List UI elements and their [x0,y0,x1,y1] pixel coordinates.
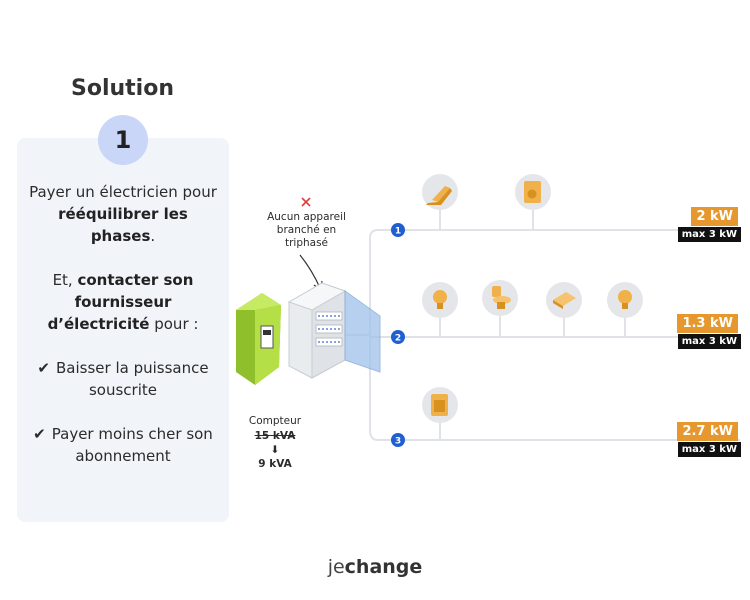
washing-machine-icon [515,174,551,210]
brand-logo: jechange [0,556,750,578]
electric-meter [236,293,281,385]
electrical-panel [287,282,381,379]
card-text-1c: . [150,227,156,245]
phase-1-max: max 3 kW [677,227,741,242]
meter-label: Compteur [248,415,302,427]
meter-old-value: 15 kVA [254,430,296,442]
step-number-badge: 1 [98,115,148,165]
dryer-icon [422,387,458,423]
check-icon: ✔ [33,425,46,443]
check-icon: ✔ [37,359,50,377]
check-item-1-text: Baisser la puissance souscrite [56,359,209,399]
phase-3-power: 2.7 kW [677,422,738,441]
card-paragraph-1: Payer un électricien pour rééquilibrer l… [27,181,219,247]
bed-icon [546,282,582,318]
phase-2-power: 1.3 kW [677,314,738,333]
pointer-arrow [299,254,321,289]
card-text-2b: contacter son fournisseur d’électricité [47,271,194,333]
card-check-item-1: ✔ Baisser la puissance souscrite [27,357,219,401]
card-check-item-2: ✔ Payer moins cher son abonnement [27,423,219,467]
svg-text:2: 2 [395,334,401,344]
laptop-icon [422,174,458,210]
cross-icon [301,197,311,207]
phase-marker-1: 1 [391,223,405,237]
toilet-icon [482,280,518,316]
bulb-icon [422,282,458,318]
phase-2-max: max 3 kW [677,334,741,349]
card-text-1a: Payer un électricien pour [29,183,217,201]
card-text-2a: Et, [52,271,78,289]
bulb-icon [607,282,643,318]
phase-1-power: 2 kW [691,207,738,226]
svg-text:1: 1 [395,227,401,237]
arrow-down-icon: ⬇ [270,444,280,456]
svg-text:3: 3 [395,437,401,447]
check-item-2-text: Payer moins cher son abonnement [51,425,213,465]
card-text-1b: rééquilibrer les phases [58,205,188,245]
page-title: Solution [71,76,174,101]
phase-3-max: max 3 kW [677,442,741,457]
panel-note: Aucun appareil branché en triphasé [267,211,346,249]
card-paragraph-2: Et, contacter son fournisseur d’électric… [27,269,219,335]
meter-new-value: 9 kVA [258,458,292,470]
card-text-2c: pour : [149,315,199,333]
solution-card [17,138,229,522]
phase-marker-3: 3 [391,433,405,447]
brand-suffix: change [344,556,423,578]
phase-marker-2: 2 [391,330,405,344]
brand-prefix: je [327,556,345,578]
